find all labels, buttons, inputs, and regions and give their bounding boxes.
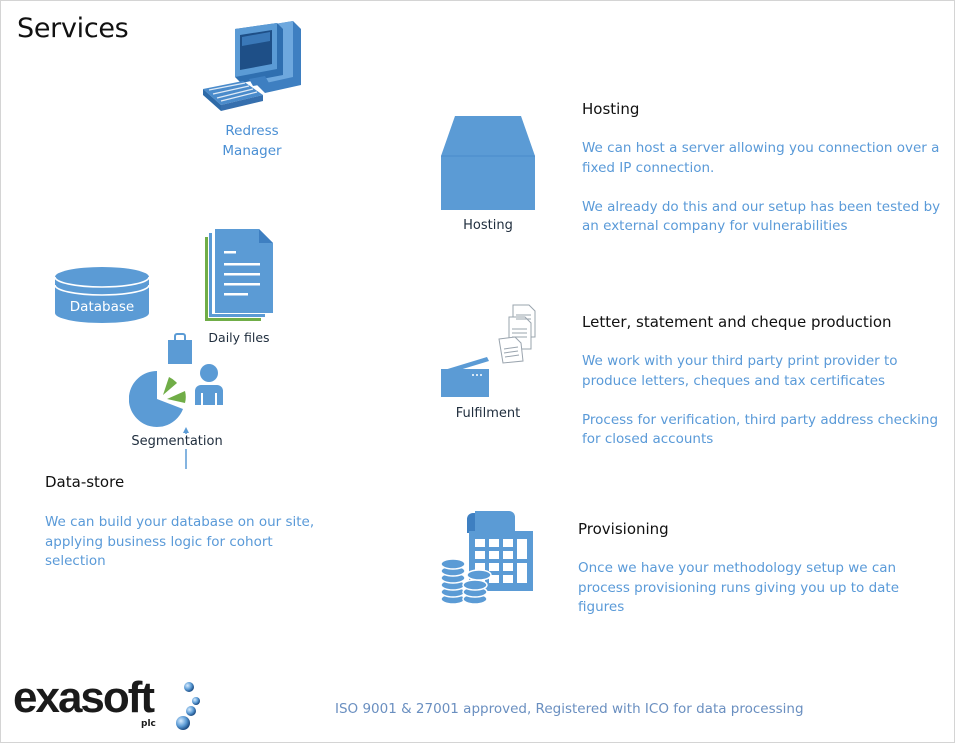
document-stack-icon bbox=[199, 227, 277, 331]
page-title: Services bbox=[17, 13, 129, 44]
logo-wordmark: exasoft bbox=[13, 673, 155, 722]
hosting-label: Hosting bbox=[463, 218, 513, 233]
provisioning-heading: Provisioning bbox=[578, 520, 669, 538]
pie-chart-icon bbox=[128, 369, 189, 433]
shopping-bag-icon bbox=[167, 333, 193, 369]
letters-para-1: We work with your third party print prov… bbox=[582, 353, 898, 389]
database-label: Database bbox=[69, 299, 135, 315]
fulfilment-label: Fulfilment bbox=[455, 406, 521, 421]
hosting-para-1: We can host a server allowing you connec… bbox=[582, 140, 940, 176]
logo-plc: plc bbox=[141, 719, 156, 729]
server-icon bbox=[441, 116, 535, 215]
redress-manager-label: Redress Manager bbox=[222, 123, 282, 159]
letters-para-2: Process for verification, third party ad… bbox=[582, 411, 939, 448]
exasoft-logo: exasoft plc bbox=[13, 673, 203, 737]
datastore-description: We can build your database on our site, … bbox=[45, 514, 315, 569]
segmentation-label: Segmentation bbox=[125, 434, 229, 449]
letters-description: We work with your third party print prov… bbox=[582, 352, 950, 450]
provisioning-description: Once we have your methodology setup we c… bbox=[578, 560, 900, 615]
database-icon bbox=[53, 267, 151, 329]
hosting-para-2: We already do this and our setup has bee… bbox=[582, 198, 941, 235]
letters-heading: Letter, statement and cheque production bbox=[582, 313, 892, 331]
datastore-heading: Data-store bbox=[45, 473, 125, 491]
logo-bubbles-icon bbox=[176, 682, 200, 730]
daily-files-label: Daily files bbox=[208, 330, 270, 345]
documents-icon bbox=[487, 303, 539, 369]
printer-icon bbox=[441, 357, 491, 403]
calculator-coins-icon bbox=[439, 509, 539, 611]
hosting-description: We can host a server allowing you connec… bbox=[582, 139, 947, 237]
footer-certifications: ISO 9001 & 27001 approved, Registered wi… bbox=[335, 701, 804, 717]
computer-icon bbox=[170, 19, 305, 119]
hosting-heading: Hosting bbox=[582, 100, 640, 118]
person-icon bbox=[193, 363, 225, 409]
